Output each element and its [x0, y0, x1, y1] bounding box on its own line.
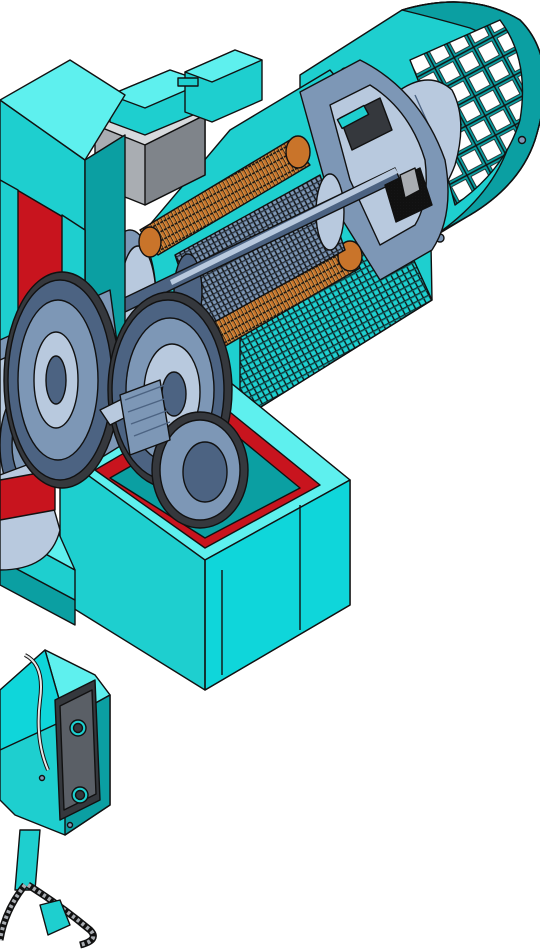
- pinion-shaft: [99, 379, 171, 456]
- control-cable: [0, 653, 97, 949]
- large-spur-gear: [3, 271, 121, 489]
- stator-winding: [138, 135, 363, 355]
- terminal-box: [94, 49, 263, 206]
- pendant-control: [0, 649, 111, 836]
- brake-assembly: [336, 97, 433, 223]
- intermediate-gear: [151, 411, 249, 529]
